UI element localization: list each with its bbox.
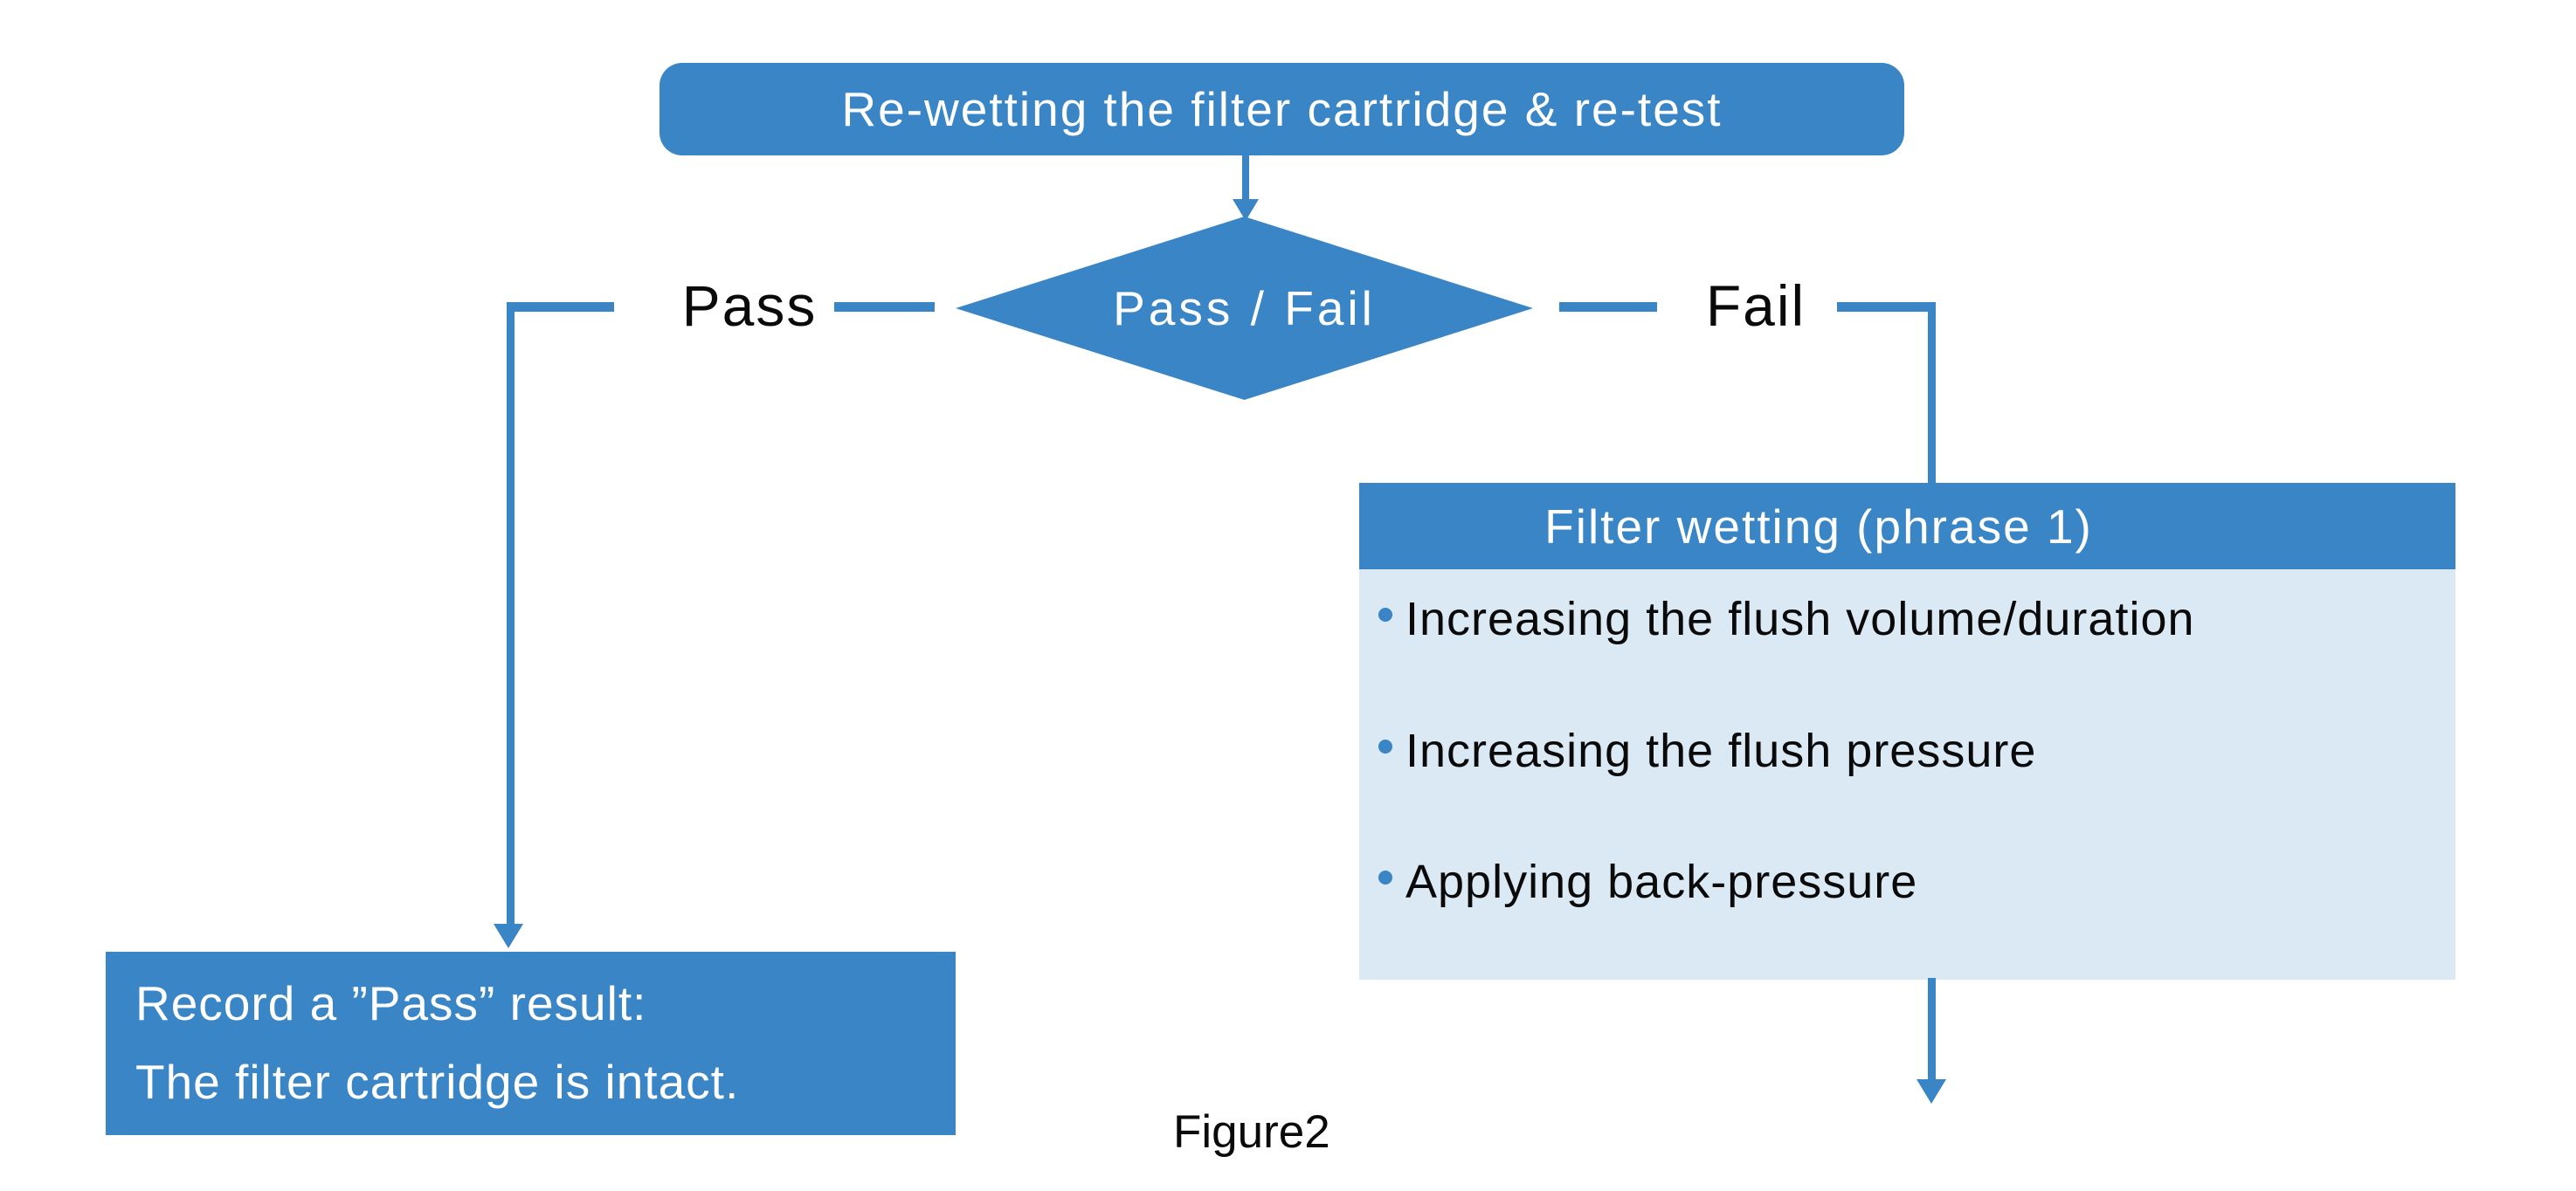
list-item: Increasing the flush pressure [1378, 724, 2036, 778]
bullet-dot-icon [1378, 608, 1392, 622]
filter-box-exit-arrowhead-icon [1916, 1079, 1946, 1104]
list-item-text: Applying back-pressure [1405, 856, 1918, 908]
decision-label: Pass / Fail [1113, 281, 1376, 335]
pass-branch-dash [834, 302, 935, 312]
list-item: Increasing the flush volume/duration [1378, 592, 2195, 646]
pass-result-line1: Record a ”Pass” result: [135, 976, 647, 1030]
start-to-decision-line [1242, 155, 1249, 202]
list-item: Applying back-pressure [1378, 855, 1917, 909]
pass-branch-arrowhead-icon [494, 924, 523, 948]
fail-branch-elbow-dash [1837, 302, 1936, 312]
fail-branch-vertical-line [1928, 302, 1936, 489]
fail-branch-dash [1559, 302, 1657, 312]
fail-branch-label: Fail [1705, 273, 1806, 338]
filter-wetting-body: Increasing the flush volume/duration Inc… [1359, 569, 2455, 980]
pass-result-line2: The filter cartridge is intact. [135, 1055, 740, 1109]
pass-result-box: Record a ”Pass” result: The filter cartr… [106, 952, 956, 1135]
filter-wetting-box: Filter wetting (phrase 1) Increasing the… [1359, 483, 2455, 980]
list-item-text: Increasing the flush pressure [1405, 725, 2037, 777]
start-box-label: Re-wetting the filter cartridge & re-tes… [841, 82, 1723, 136]
pass-branch-elbow-dash [507, 302, 614, 312]
filter-box-exit-line [1928, 978, 1936, 1083]
figure-caption: Figure2 [1173, 1106, 1330, 1158]
decision-diamond: Pass / Fail [956, 217, 1533, 400]
filter-wetting-title: Filter wetting (phrase 1) [1544, 499, 2093, 554]
list-item-text: Increasing the flush volume/duration [1405, 593, 2195, 645]
pass-branch-label: Pass [681, 273, 818, 338]
bullet-dot-icon [1378, 871, 1392, 885]
filter-wetting-header: Filter wetting (phrase 1) [1359, 483, 2455, 569]
start-box: Re-wetting the filter cartridge & re-tes… [660, 63, 1904, 155]
bullet-dot-icon [1378, 740, 1392, 754]
pass-branch-vertical-line [507, 302, 515, 926]
